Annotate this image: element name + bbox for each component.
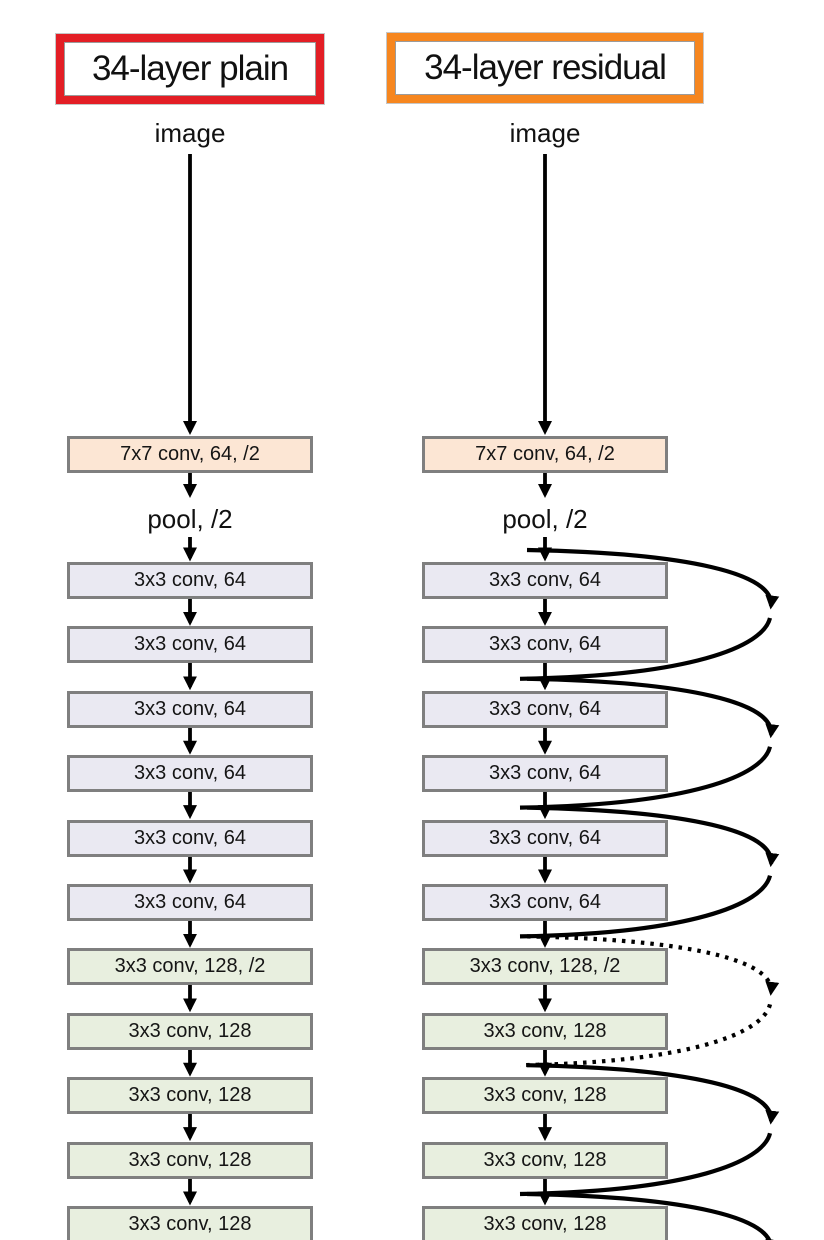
skip-arc-dashed <box>519 1003 773 1068</box>
conv-box: 3x3 conv, 64 <box>422 884 668 921</box>
conv-box: 3x3 conv, 64 <box>422 755 668 793</box>
pool-label-residual: pool, /2 <box>502 504 588 534</box>
residual-title-box: 34-layer residual <box>387 33 703 103</box>
stem-conv-box: 7x7 conv, 64, /2 <box>67 436 313 473</box>
conv-box: 3x3 conv, 128 <box>422 1077 668 1115</box>
pool-label-plain: pool, /2 <box>147 504 233 534</box>
conv-box: 3x3 conv, 128 <box>422 1206 668 1240</box>
conv-box: 3x3 conv, 128 <box>67 1077 313 1115</box>
skip-arc <box>526 805 780 868</box>
conv-box: 3x3 conv, 64 <box>422 562 668 599</box>
conv-box: 3x3 conv, 128 <box>422 1141 668 1179</box>
conv-box: 3x3 conv, 64 <box>67 755 313 793</box>
skip-arc <box>526 1191 780 1240</box>
conv-box: 3x3 conv, 64 <box>67 562 313 599</box>
conv-box: 3x3 conv, 64 <box>67 690 313 728</box>
conv-box: 3x3 conv, 64 <box>422 626 668 664</box>
plain-title-box: 34-layer plain <box>56 34 324 104</box>
image-label-residual: image <box>509 118 581 148</box>
residual-title-label: 34-layer residual <box>424 48 667 87</box>
conv-box: 3x3 conv, 128 <box>67 1012 313 1050</box>
conv-box: 3x3 conv, 64 <box>422 690 668 728</box>
conv-box: 3x3 conv, 128 <box>67 1141 313 1179</box>
skip-arc <box>519 874 773 939</box>
conv-box: 3x3 conv, 128, /2 <box>422 948 668 986</box>
conv-box: 3x3 conv, 128, /2 <box>67 948 313 986</box>
image-label-plain: image <box>154 118 226 148</box>
skip-arc <box>519 746 773 810</box>
skip-arc <box>526 1063 780 1125</box>
skip-arc <box>519 617 773 681</box>
conv-box: 3x3 conv, 128 <box>422 1012 668 1050</box>
skip-arc <box>526 547 780 610</box>
conv-box: 3x3 conv, 64 <box>422 819 668 857</box>
plain-title-label: 34-layer plain <box>91 49 289 88</box>
stem-conv-box: 7x7 conv, 64, /2 <box>422 436 668 473</box>
skip-arc <box>526 676 780 739</box>
conv-box: 3x3 conv, 128 <box>67 1206 313 1240</box>
skip-arc-dashed <box>526 934 780 996</box>
conv-box: 3x3 conv, 64 <box>67 884 313 921</box>
skip-arc <box>519 1132 773 1197</box>
conv-box: 3x3 conv, 64 <box>67 819 313 857</box>
conv-box: 3x3 conv, 64 <box>67 626 313 664</box>
